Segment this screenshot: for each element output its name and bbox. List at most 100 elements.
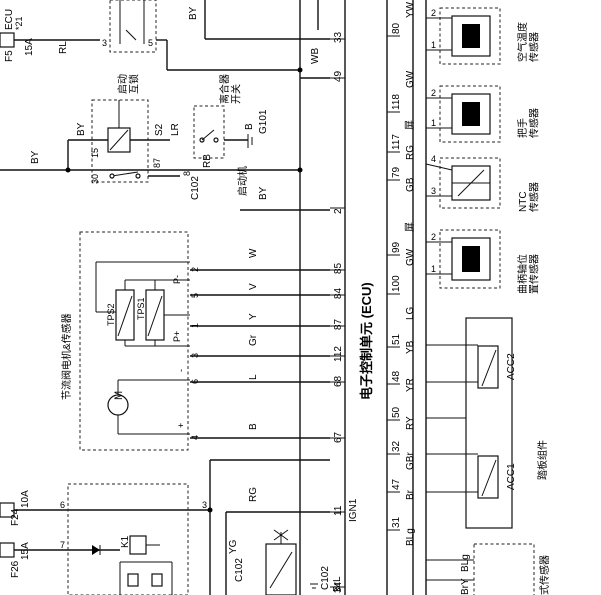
pedal-assembly: ACC2 ACC1 踏板组件 <box>426 317 549 529</box>
wire-label: YB <box>405 340 416 354</box>
fuse-f26-amp: 15A <box>20 542 31 560</box>
svg-text:1: 1 <box>431 118 436 128</box>
clutch-g101: G101 <box>258 109 269 134</box>
start-interlock-relay: 启动互锁 BY S2 LR 15 87 30 BY <box>30 74 181 184</box>
ecu-pin: 68 <box>333 375 344 387</box>
starter-label: 启动机 <box>236 166 249 196</box>
right-harness <box>412 0 427 595</box>
wire-label: B <box>248 423 259 430</box>
ecu-block: 33 49 2 85 84 87 112 68 67 11 34 电子控制单元 … <box>330 0 402 595</box>
wire-label: RG <box>405 145 416 160</box>
svg-text:BLg: BLg <box>460 554 471 572</box>
clutch-name: 离合器开关 <box>218 74 243 104</box>
ecu-pin: 34 <box>333 581 344 593</box>
fuse-f24-amp: 10A <box>20 490 31 508</box>
svg-text:3: 3 <box>102 38 107 48</box>
fuse-f24: F24 <box>10 508 21 526</box>
handle-sensor: 2 1 把手传感器 <box>426 85 541 143</box>
handle-label: 把手传感器 <box>516 108 541 138</box>
relay-lr: LR <box>170 123 181 136</box>
k1-label: K1 <box>120 535 131 548</box>
air-temp-sensor: 2 1 空气温度传感器 <box>426 7 541 65</box>
motor-m: M <box>113 391 125 400</box>
wire-label: RY <box>405 416 416 430</box>
acc2-label: ACC2 <box>506 353 517 380</box>
relay-s2: S2 <box>154 123 165 136</box>
ecu-top-label: ECU <box>4 9 15 30</box>
crank-sensor: 2 1 曲柄轴位置传感器 <box>426 229 541 294</box>
wire-label: YR <box>405 378 416 392</box>
wire-label: Gr <box>248 334 259 346</box>
tb-pin: 5 <box>190 293 200 298</box>
ecu-pin: 87 <box>333 318 344 330</box>
wire-label: RL <box>58 41 69 54</box>
ecu-pin: 100 <box>391 275 402 292</box>
p-plus: P+ <box>172 331 182 342</box>
svg-text:1: 1 <box>431 40 436 50</box>
wire-label: RG <box>248 487 259 502</box>
wire-label: BrL <box>332 576 343 592</box>
tps2-label: TPS2 <box>106 303 116 326</box>
svg-text:3: 3 <box>202 500 207 510</box>
motor-plus: + <box>176 423 186 428</box>
svg-text:BrY: BrY <box>460 578 471 595</box>
throttle-name: 节流阀电机&传感器 <box>60 313 73 400</box>
motor-minus: - <box>176 369 186 372</box>
ecu-pin: 33 <box>333 31 344 43</box>
wire-label: Y <box>248 313 259 320</box>
air-temp-label: 空气温度传感器 <box>516 22 541 62</box>
wire-label: GW <box>405 248 416 266</box>
svg-text:2: 2 <box>431 232 436 242</box>
junction-dots <box>207 67 303 513</box>
ecu-pin: 99 <box>391 241 402 253</box>
wire-label: BY <box>188 6 199 20</box>
relay-pin15: 15 <box>90 148 100 158</box>
ecu-pin: 51 <box>391 333 402 345</box>
svg-text:6: 6 <box>60 500 65 510</box>
wire-label: GW <box>405 70 416 88</box>
ecu-pin: 11 <box>333 505 344 516</box>
wire-label: BY <box>258 186 269 200</box>
ecu-pin: 48 <box>391 370 402 382</box>
wire-label: YG <box>228 539 239 554</box>
ntc-label: NTC传感器 <box>518 182 541 212</box>
wire-label: W <box>248 248 259 258</box>
ecu-pin: 31 <box>391 516 402 528</box>
ecu-title: 电子控制单元 (ECU) <box>359 282 374 400</box>
fuse-f5: F5 <box>4 50 15 62</box>
wire-label: YW <box>405 1 416 18</box>
relay-by-left: BY <box>30 150 41 164</box>
tb-pin: 2 <box>190 267 200 272</box>
fuse-f5-amp: 15A <box>24 38 35 56</box>
svg-text:3: 3 <box>431 186 436 196</box>
wire-label: GB <box>405 177 416 192</box>
relay-pin87: 87 <box>152 158 162 168</box>
ecu-pin: 67 <box>333 431 344 443</box>
clutch-c102: C102 <box>190 176 201 200</box>
bottom-sensor-label: 式传感器 <box>538 555 551 595</box>
ecu-pin: 50 <box>391 406 402 418</box>
left-harness <box>0 0 330 595</box>
ecu-pin: 117 <box>391 134 402 150</box>
connector-label: C102 <box>320 566 331 590</box>
ecu-pin: 32 <box>391 440 402 452</box>
relay-name: 启动互锁 <box>116 74 141 94</box>
ecu-pin: 118 <box>391 94 402 110</box>
ecu-pin: 47 <box>391 478 402 490</box>
pedal-label: 踏板组件 <box>536 440 549 480</box>
clutch-b: B <box>244 123 255 130</box>
tb-pin: 6 <box>190 379 200 384</box>
ecu-pin: 80 <box>391 22 402 34</box>
ecu-pin: 84 <box>333 287 344 299</box>
connector-label: C102 <box>234 558 245 582</box>
tb-pin: 3 <box>190 353 200 358</box>
wire-label: WB <box>310 48 321 64</box>
svg-text:2: 2 <box>431 8 436 18</box>
wire-label: Br <box>405 489 416 500</box>
p-minus: P- <box>172 275 182 284</box>
ntc-sensor: 4 3 NTC传感器 <box>425 154 541 212</box>
clutch-pin8: 8 <box>182 171 192 176</box>
tps1-label: TPS1 <box>136 297 146 320</box>
tb-pin: 1 <box>190 323 200 328</box>
